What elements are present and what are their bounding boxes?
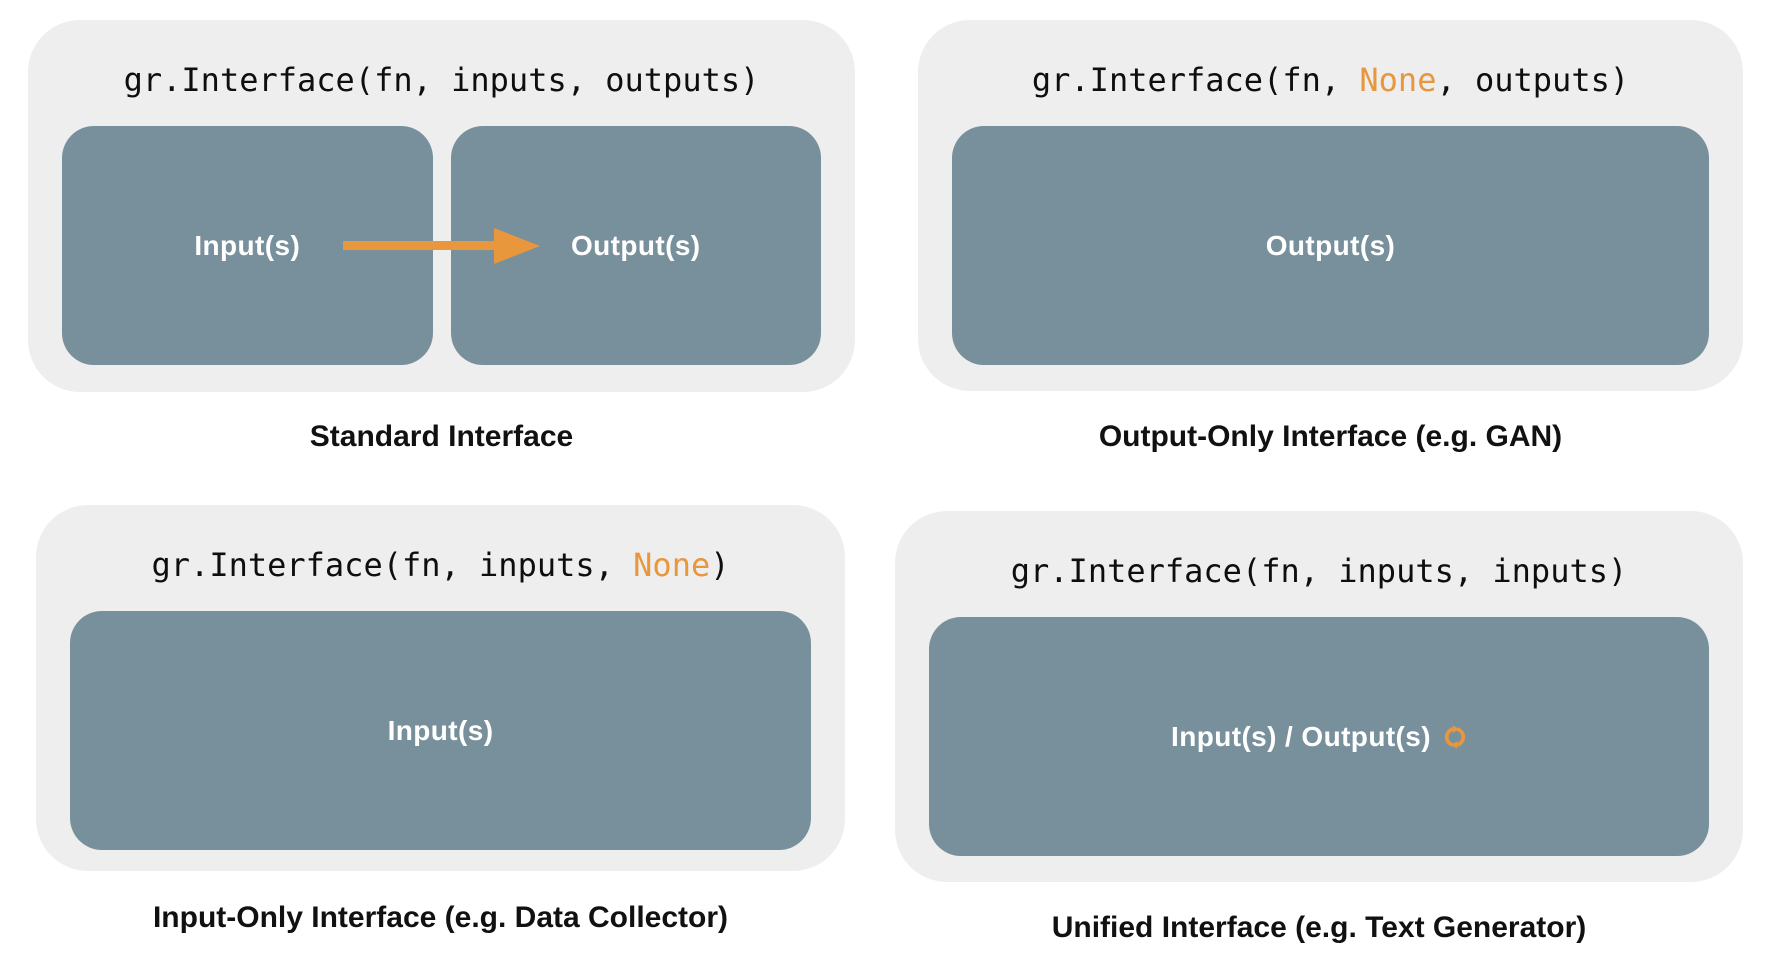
box-label: Output(s) xyxy=(570,229,701,261)
output-box: Output(s) xyxy=(952,126,1709,365)
boxes-row: Output(s) xyxy=(952,126,1709,365)
code-post: ) xyxy=(710,546,730,584)
code-line: gr.Interface(fn, inputs, outputs) xyxy=(28,62,855,98)
code-highlight: None xyxy=(1359,61,1437,99)
boxes-row: Input(s) / Output(s) xyxy=(929,617,1709,856)
box-label: Input(s) / Output(s) xyxy=(1171,721,1467,753)
box-label: Input(s) xyxy=(387,714,494,746)
boxes-row: Input(s) xyxy=(70,611,811,850)
panel-caption: Unified Interface (e.g. Text Generator) xyxy=(1051,911,1587,944)
panel-caption: Input-Only Interface (e.g. Data Collecto… xyxy=(152,901,729,934)
boxes-row: Input(s) Output(s) xyxy=(62,126,821,365)
code-post: , outputs) xyxy=(1436,61,1630,99)
panel-input-only: gr.Interface(fn, inputs, None) Input(s) xyxy=(36,505,845,871)
box-label-text: Input(s) / Output(s) xyxy=(1171,720,1431,752)
panel-caption: Standard Interface xyxy=(309,420,574,453)
code-line: gr.Interface(fn, None, outputs) xyxy=(918,62,1743,98)
panel-standard: gr.Interface(fn, inputs, outputs) Input(… xyxy=(28,20,855,392)
panel-output-only: gr.Interface(fn, None, outputs) Output(s… xyxy=(918,20,1743,391)
code-line: gr.Interface(fn, inputs, inputs) xyxy=(895,553,1743,589)
code-line: gr.Interface(fn, inputs, None) xyxy=(36,547,845,583)
input-output-box: Input(s) / Output(s) xyxy=(929,617,1709,856)
input-box: Input(s) xyxy=(62,126,433,365)
panel-caption: Output-Only Interface (e.g. GAN) xyxy=(1098,420,1563,453)
box-label: Input(s) xyxy=(194,229,301,261)
code-pre: gr.Interface(fn, inputs, inputs) xyxy=(1010,552,1628,590)
panel-unified: gr.Interface(fn, inputs, inputs) Input(s… xyxy=(895,511,1743,882)
output-box: Output(s) xyxy=(450,126,821,365)
box-label: Output(s) xyxy=(1265,229,1396,261)
refresh-cycle-icon xyxy=(1444,724,1466,749)
code-highlight: None xyxy=(633,546,711,584)
input-box: Input(s) xyxy=(70,611,811,850)
code-pre: gr.Interface(fn, xyxy=(1031,61,1360,99)
code-pre: gr.Interface(fn, inputs, outputs) xyxy=(123,61,760,99)
code-pre: gr.Interface(fn, inputs, xyxy=(151,546,634,584)
